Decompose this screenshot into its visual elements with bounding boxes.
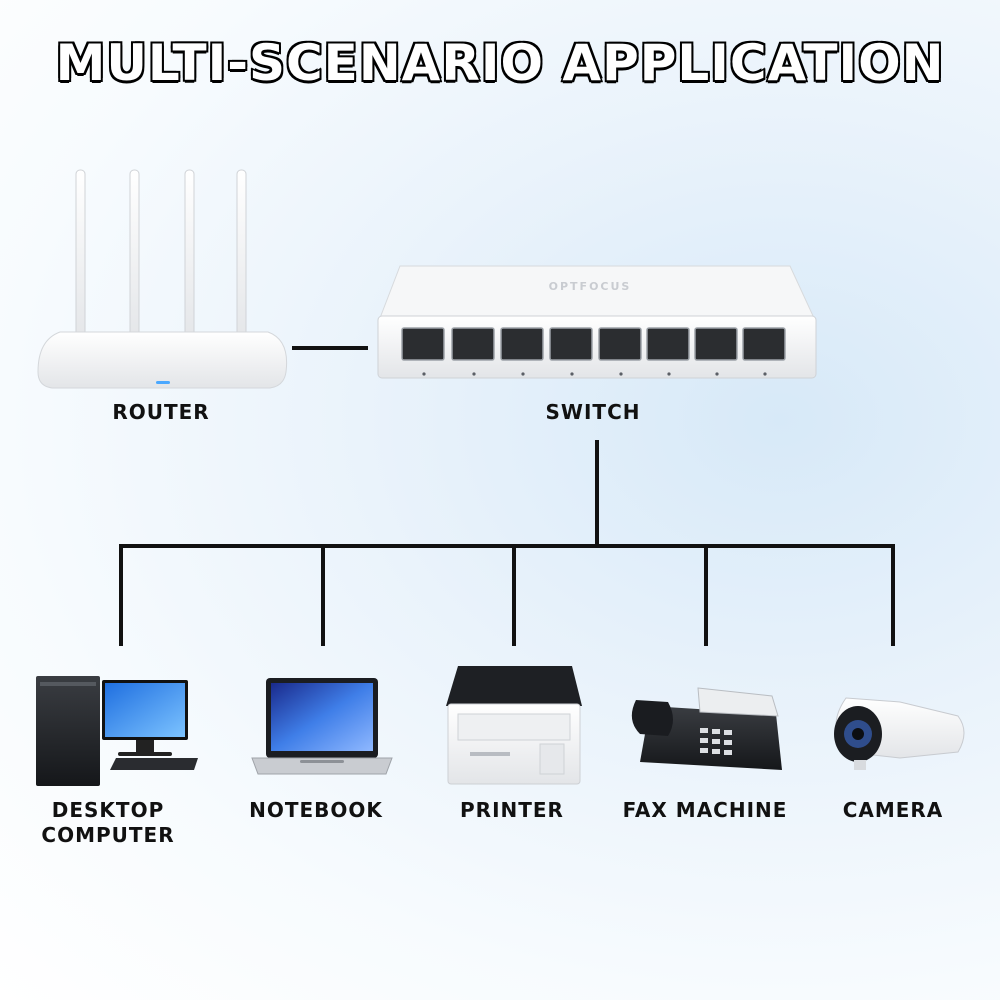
device-label-camera: CAMERA: [842, 798, 944, 822]
device-label-desktop: DESKTOP COMPUTER: [30, 798, 186, 848]
switch-icon: [377, 265, 817, 379]
switch-ports: [401, 327, 786, 361]
device-label-desktop-line1: DESKTOP: [51, 798, 165, 822]
page-title: MULTI-SCENARIO APPLICATION: [54, 33, 945, 94]
device-label-desktop-line2: COMPUTER: [41, 823, 175, 847]
switch-brand-label: OPTFOCUS: [548, 280, 632, 293]
device-label-fax-machine: FAX MACHINE: [622, 798, 788, 822]
printer-icon: [446, 666, 582, 785]
camera-icon: [834, 697, 965, 770]
switch-label: SWITCH: [545, 400, 641, 424]
router-label: ROUTER: [112, 400, 210, 424]
device-label-printer: PRINTER: [460, 798, 564, 822]
notebook-icon: [251, 678, 393, 775]
router-icon: [37, 169, 288, 389]
desktop-computer-icon: [36, 676, 198, 786]
device-label-notebook: NOTEBOOK: [249, 798, 383, 822]
connector-lines: [119, 346, 895, 646]
fax-machine-icon: [631, 687, 782, 770]
